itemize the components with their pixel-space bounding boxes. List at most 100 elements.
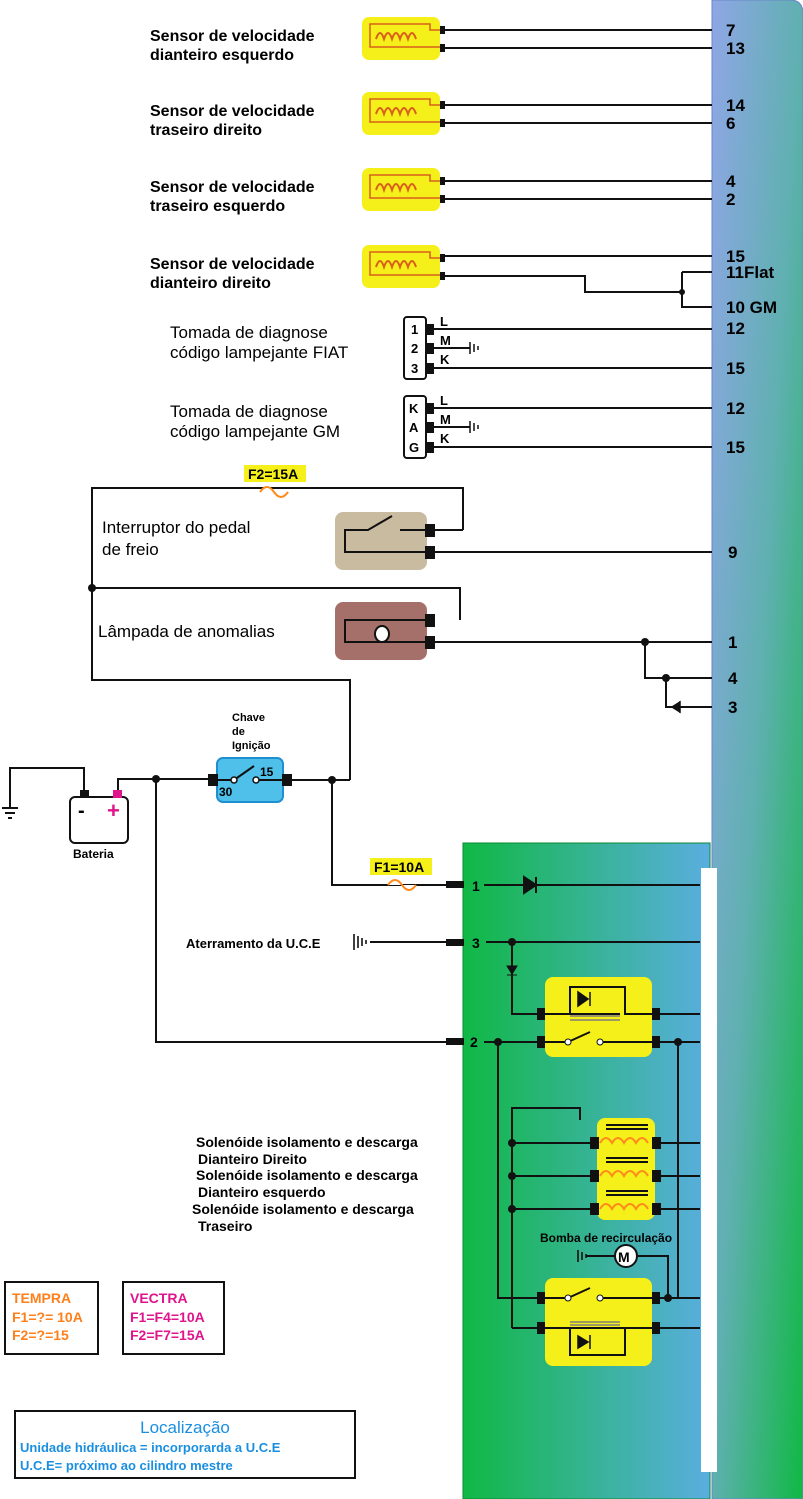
svg-text:3: 3 xyxy=(472,935,480,951)
svg-text:dianteiro direito: dianteiro direito xyxy=(150,275,271,292)
svg-text:código lampejante FIAT: código lampejante FIAT xyxy=(170,343,348,362)
solenoid-label: Dianteiro esquerdo xyxy=(198,1184,326,1200)
fuse-f1-icon xyxy=(387,879,417,891)
svg-text:1: 1 xyxy=(728,633,737,652)
svg-text:código lampejante GM: código lampejante GM xyxy=(170,422,340,441)
fuse-f1-label xyxy=(370,858,432,875)
isolation-solenoid xyxy=(508,1124,700,1149)
svg-text:+: + xyxy=(107,798,120,823)
diagnostic-socket-fiat: Tomada de diagnose código lampejante FIA… xyxy=(170,314,745,380)
svg-text:Sensor de velocidade: Sensor de velocidade xyxy=(150,256,315,273)
brake-feed-wire xyxy=(91,487,464,780)
svg-text:de freio: de freio xyxy=(102,540,159,559)
svg-text:1: 1 xyxy=(472,878,480,894)
location-box: Localização Unidade hidráulica = incorpo… xyxy=(14,1410,356,1479)
svg-text:4: 4 xyxy=(726,172,736,191)
svg-text:G: G xyxy=(409,440,419,455)
svg-text:Chave: Chave xyxy=(232,712,265,724)
svg-text:Localização: Localização xyxy=(140,1418,230,1437)
svg-text:M: M xyxy=(440,333,451,348)
malfunction-lamp: Lâmpada de anomalias O 1 4 3 xyxy=(98,602,738,717)
svg-text:L: L xyxy=(440,314,448,329)
svg-text:K: K xyxy=(440,352,450,367)
main-connector xyxy=(711,0,803,1499)
svg-text:Aterramento da U.C.E: Aterramento da U.C.E xyxy=(186,936,321,951)
svg-text:3: 3 xyxy=(728,698,737,717)
svg-text:15: 15 xyxy=(726,438,745,457)
vectra-fuse-box: VECTRA F1=F4=10A F2=F7=15A xyxy=(122,1281,225,1355)
solenoid-label: Solenóide isolamento e descarga xyxy=(196,1167,418,1183)
wheel-speed-sensor: Sensor de velocidade dianteiro direito 151… xyxy=(150,245,777,317)
svg-text:1: 1 xyxy=(411,322,418,337)
svg-text:Lâmpada de anomalias: Lâmpada de anomalias xyxy=(98,622,275,641)
svg-text:30: 30 xyxy=(219,785,233,799)
svg-text:Sensor de velocidade: Sensor de velocidade xyxy=(150,179,315,196)
wheel-speed-sensor: Sensor de velocidade traseiro direito 146 xyxy=(150,92,745,139)
svg-text:9: 9 xyxy=(728,543,737,562)
svg-text:L: L xyxy=(440,393,448,408)
svg-text:2: 2 xyxy=(470,1034,478,1050)
svg-text:F2=?=15: F2=?=15 xyxy=(12,1327,69,1343)
svg-text:M: M xyxy=(440,412,451,427)
svg-text:15: 15 xyxy=(726,359,745,378)
tempra-fuse-box: TEMPRA F1=?= 10A F2=?=15 xyxy=(4,1281,99,1355)
svg-text:15: 15 xyxy=(260,765,274,779)
svg-text:13: 13 xyxy=(726,39,745,58)
wheel-speed-sensor: Sensor de velocidade dianteiro esquerdo 71… xyxy=(150,17,745,64)
svg-text:A: A xyxy=(409,420,419,435)
ignition-switch[interactable]: Chave de Ignição 30 15 xyxy=(208,712,292,803)
svg-text:Interruptor do pedal: Interruptor do pedal xyxy=(102,518,250,537)
svg-text:M: M xyxy=(618,1249,630,1265)
svg-text:2: 2 xyxy=(726,190,735,209)
svg-text:TEMPRA: TEMPRA xyxy=(12,1290,71,1306)
svg-text:Tomada de diagnose: Tomada de diagnose xyxy=(170,402,328,421)
svg-text:de: de xyxy=(232,726,245,738)
diagnostic-socket-gm: Tomada de diagnose código lampejante GM … xyxy=(170,393,745,459)
ecu-hydraulic-unit xyxy=(462,842,711,1499)
svg-text:6: 6 xyxy=(726,114,735,133)
svg-text:Bomba de recirculação: Bomba de recirculação xyxy=(540,1231,672,1245)
solenoid-label: Traseiro xyxy=(198,1218,252,1234)
battery-positive-wire xyxy=(117,778,463,1043)
isolation-solenoid xyxy=(508,1190,700,1215)
svg-text:F2=F7=15A: F2=F7=15A xyxy=(130,1327,205,1343)
svg-text:-: - xyxy=(78,800,85,822)
svg-text:7: 7 xyxy=(726,21,735,40)
svg-text:Ignição: Ignição xyxy=(232,740,271,752)
svg-text:Sensor de velocidade: Sensor de velocidade xyxy=(150,28,315,45)
solenoid-label: Dianteiro Direito xyxy=(198,1151,307,1167)
svg-text:F1=10A: F1=10A xyxy=(374,859,424,875)
fuse-f2-icon xyxy=(259,486,289,498)
svg-text:3: 3 xyxy=(411,361,418,376)
fuse-f2-label xyxy=(244,465,306,482)
svg-text:12: 12 xyxy=(726,319,745,338)
svg-text:Tomada de diagnose: Tomada de diagnose xyxy=(170,323,328,342)
ecu-connector-strip xyxy=(701,868,717,1472)
battery: - + Bateria xyxy=(2,767,129,861)
svg-text:F1=?= 10A: F1=?= 10A xyxy=(12,1309,83,1325)
svg-text:Bateria: Bateria xyxy=(73,847,114,861)
brake-pedal-switch: Interruptor do pedal de freio 9 xyxy=(102,512,737,570)
svg-text:12: 12 xyxy=(726,399,745,418)
svg-text:traseiro direito: traseiro direito xyxy=(150,122,262,139)
svg-text:U.C.E= próximo ao cilindro mes: U.C.E= próximo ao cilindro mestre xyxy=(20,1458,233,1473)
svg-text:VECTRA: VECTRA xyxy=(130,1290,188,1306)
svg-text:Unidade hidráulica = incorpora: Unidade hidráulica = incorporarda a U.C.… xyxy=(20,1440,281,1455)
solenoid-label: Solenóide isolamento e descarga xyxy=(196,1134,418,1150)
ecu-internals: Aterramento da U.C.E 1 3 2 Bomba de reci… xyxy=(186,875,700,1366)
svg-text:2: 2 xyxy=(411,341,418,356)
solenoid-label: Solenóide isolamento e descarga xyxy=(192,1201,414,1217)
svg-text:Sensor de velocidade: Sensor de velocidade xyxy=(150,103,315,120)
svg-text:dianteiro esquerdo: dianteiro esquerdo xyxy=(150,47,294,64)
svg-text:K: K xyxy=(440,431,450,446)
svg-text:15: 15 xyxy=(726,247,745,266)
svg-text:traseiro esquerdo: traseiro esquerdo xyxy=(150,198,285,215)
isolation-solenoid xyxy=(508,1157,700,1182)
svg-text:F1=F4=10A: F1=F4=10A xyxy=(130,1309,205,1325)
svg-text:11Flat: 11Flat xyxy=(726,263,775,282)
svg-text:K: K xyxy=(409,401,419,416)
wheel-speed-sensor: Sensor de velocidade traseiro esquerdo 42 xyxy=(150,168,736,215)
svg-text:14: 14 xyxy=(726,96,745,115)
svg-text:F2=15A: F2=15A xyxy=(248,466,298,482)
